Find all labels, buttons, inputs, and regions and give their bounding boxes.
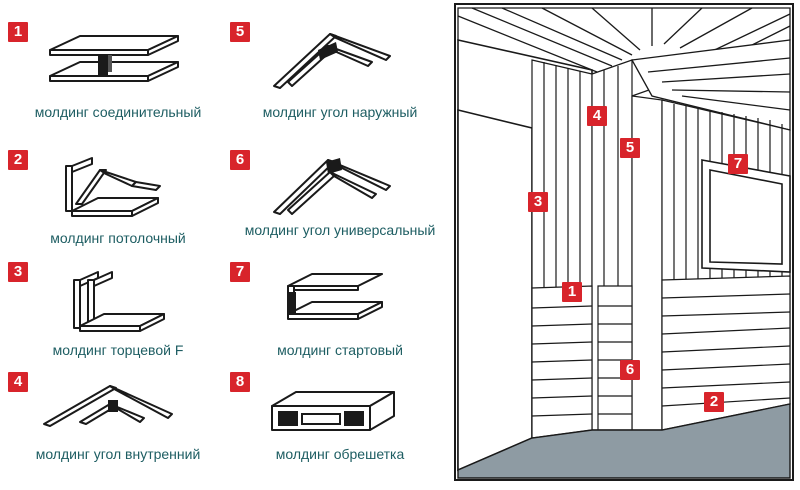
- inner-corner-profile-icon: [43, 385, 173, 427]
- profile-item-7: 7 молдинг стартовый: [230, 262, 450, 380]
- h-connector-profile-icon: [49, 35, 179, 82]
- window: [701, 159, 791, 273]
- profile-label: молдинг угол внутренний: [35, 446, 201, 462]
- profile-item-6: 6 молдинг угол универсальный: [230, 150, 450, 268]
- profile-item-3: 3 молдинг торцевой F: [8, 262, 228, 380]
- lathing-profile-icon: [271, 391, 395, 431]
- floor: [457, 403, 791, 479]
- profile-number-badge: 3: [8, 262, 28, 282]
- room-marker-7: 7: [728, 154, 748, 174]
- room-marker-5: 5: [620, 138, 640, 158]
- profile-number-badge: 6: [230, 150, 250, 170]
- room-marker-6: 6: [620, 360, 640, 380]
- profile-number-badge: 5: [230, 22, 250, 42]
- profile-item-1: 1 молдинг соединительный: [8, 22, 228, 140]
- profile-item-5: 5 молдинг угол наружный: [230, 22, 450, 140]
- room-marker-2: 2: [704, 392, 724, 412]
- profile-label: молдинг потолочный: [50, 230, 186, 246]
- profile-number-badge: 1: [8, 22, 28, 42]
- starter-profile-icon: [287, 273, 383, 320]
- outer-corner-profile-icon: [273, 33, 391, 89]
- profile-number-badge: 4: [8, 372, 28, 392]
- room-marker-4: 4: [587, 106, 607, 126]
- room-marker-3: 3: [528, 192, 548, 212]
- profile-number-badge: 7: [230, 262, 250, 282]
- profile-label: молдинг соединительный: [34, 104, 202, 120]
- profile-label: молдинг стартовый: [277, 342, 403, 358]
- f-end-profile-icon: [73, 271, 165, 332]
- profile-item-4: 4 молдинг угол внутренний: [8, 372, 228, 490]
- room-frame: [454, 3, 794, 481]
- profile-label: молдинг обрешетка: [275, 446, 405, 462]
- ceiling-right: [630, 39, 791, 131]
- profile-label: молдинг торцевой F: [52, 342, 184, 358]
- profile-item-2: 2 молдинг потолочный: [8, 150, 228, 268]
- room-paneling-illustration: [454, 3, 794, 481]
- universal-corner-profile-icon: [273, 158, 391, 215]
- room-marker-1: 1: [562, 282, 582, 302]
- ceiling-profile-icon: [65, 157, 161, 217]
- lower-horizontal-panels: [531, 275, 791, 439]
- profile-number-badge: 8: [230, 372, 250, 392]
- profile-item-8: 8 молдинг обрешетка: [230, 372, 450, 490]
- profile-number-badge: 2: [8, 150, 28, 170]
- profile-label: молдинг угол наружный: [262, 104, 418, 120]
- profile-label: молдинг угол универсальный: [244, 222, 436, 238]
